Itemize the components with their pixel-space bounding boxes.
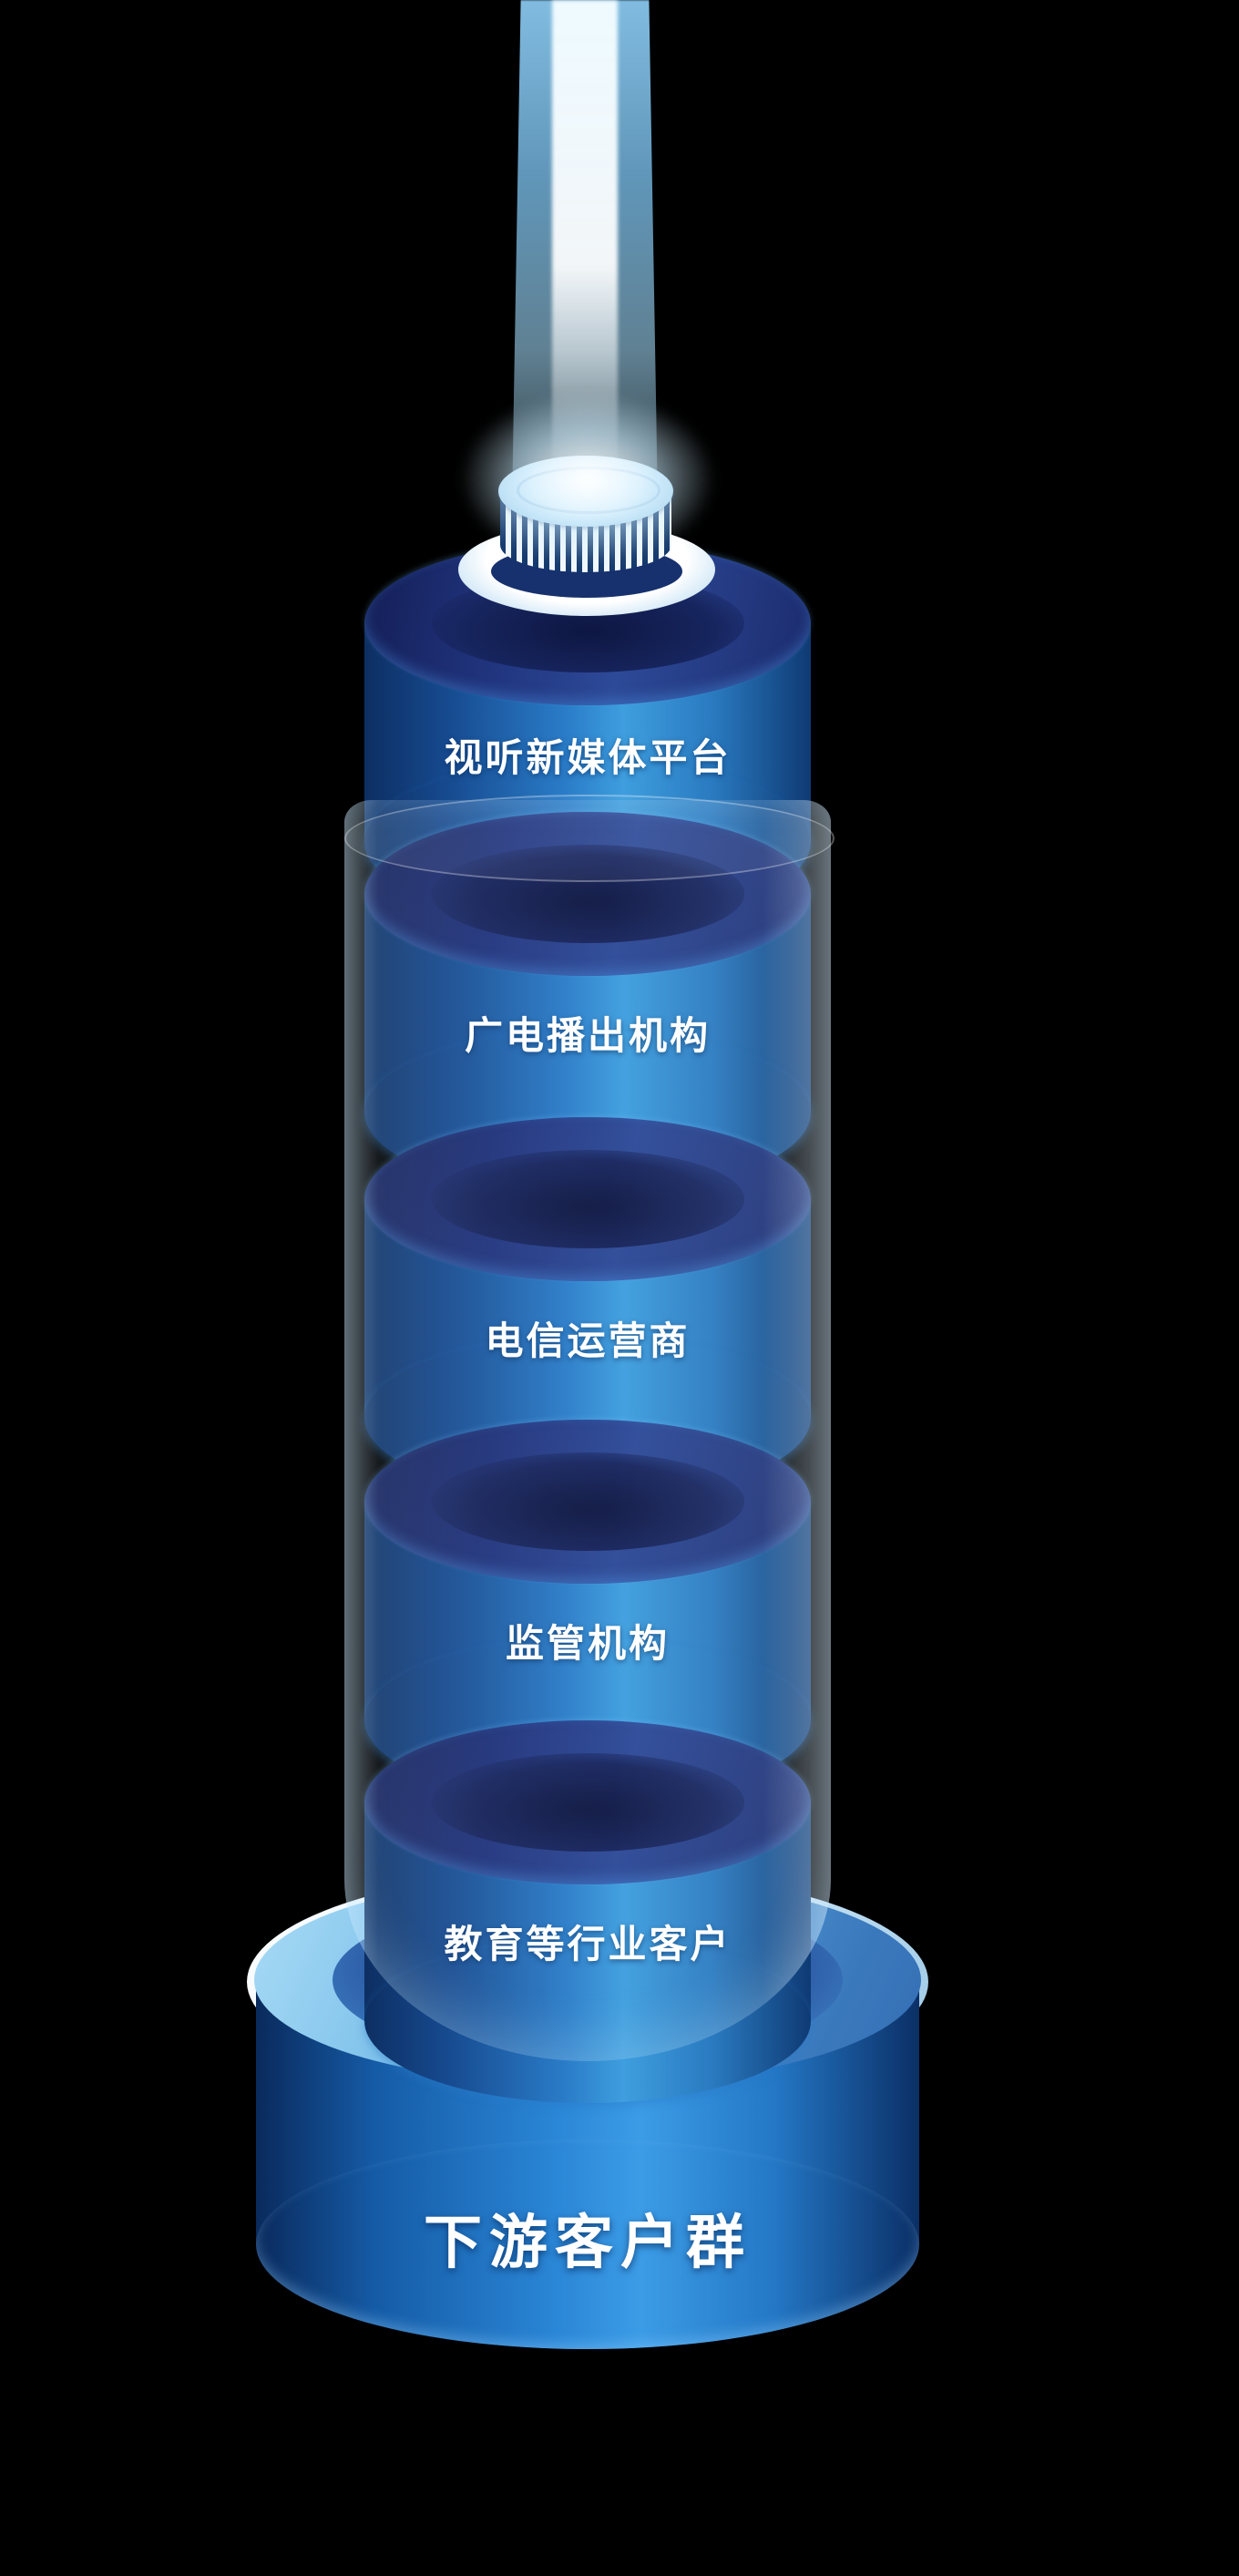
segment-2-label: 广电播出机构	[464, 1014, 711, 1057]
segment-3-label: 电信运营商	[485, 1319, 691, 1362]
segment-2-top-ellipse	[364, 812, 811, 976]
segment-cylinder-5: 教育等行业客户	[364, 1720, 811, 2103]
segment-1-label: 视听新媒体平台	[444, 736, 732, 779]
light-beam-core	[552, 0, 618, 483]
cap-top-ellipse	[498, 456, 673, 527]
top-cap	[498, 456, 673, 592]
segment-cylinder-4: 监管机构	[364, 1420, 811, 1802]
segment-cylinder-3: 电信运营商	[364, 1117, 811, 1500]
segment-4-top-ellipse	[364, 1420, 811, 1584]
segment-5-label: 教育等行业客户	[444, 1923, 732, 1965]
segment-5-top-ellipse	[364, 1720, 811, 1884]
segment-3-top-ellipse	[364, 1117, 811, 1281]
segment-4-label: 监管机构	[505, 1622, 670, 1665]
segment-5-bottom-ellipse	[364, 1939, 811, 2103]
base-label: 下游客户群	[424, 2210, 752, 2275]
base-cylinder-bottom-ellipse	[256, 2140, 919, 2349]
